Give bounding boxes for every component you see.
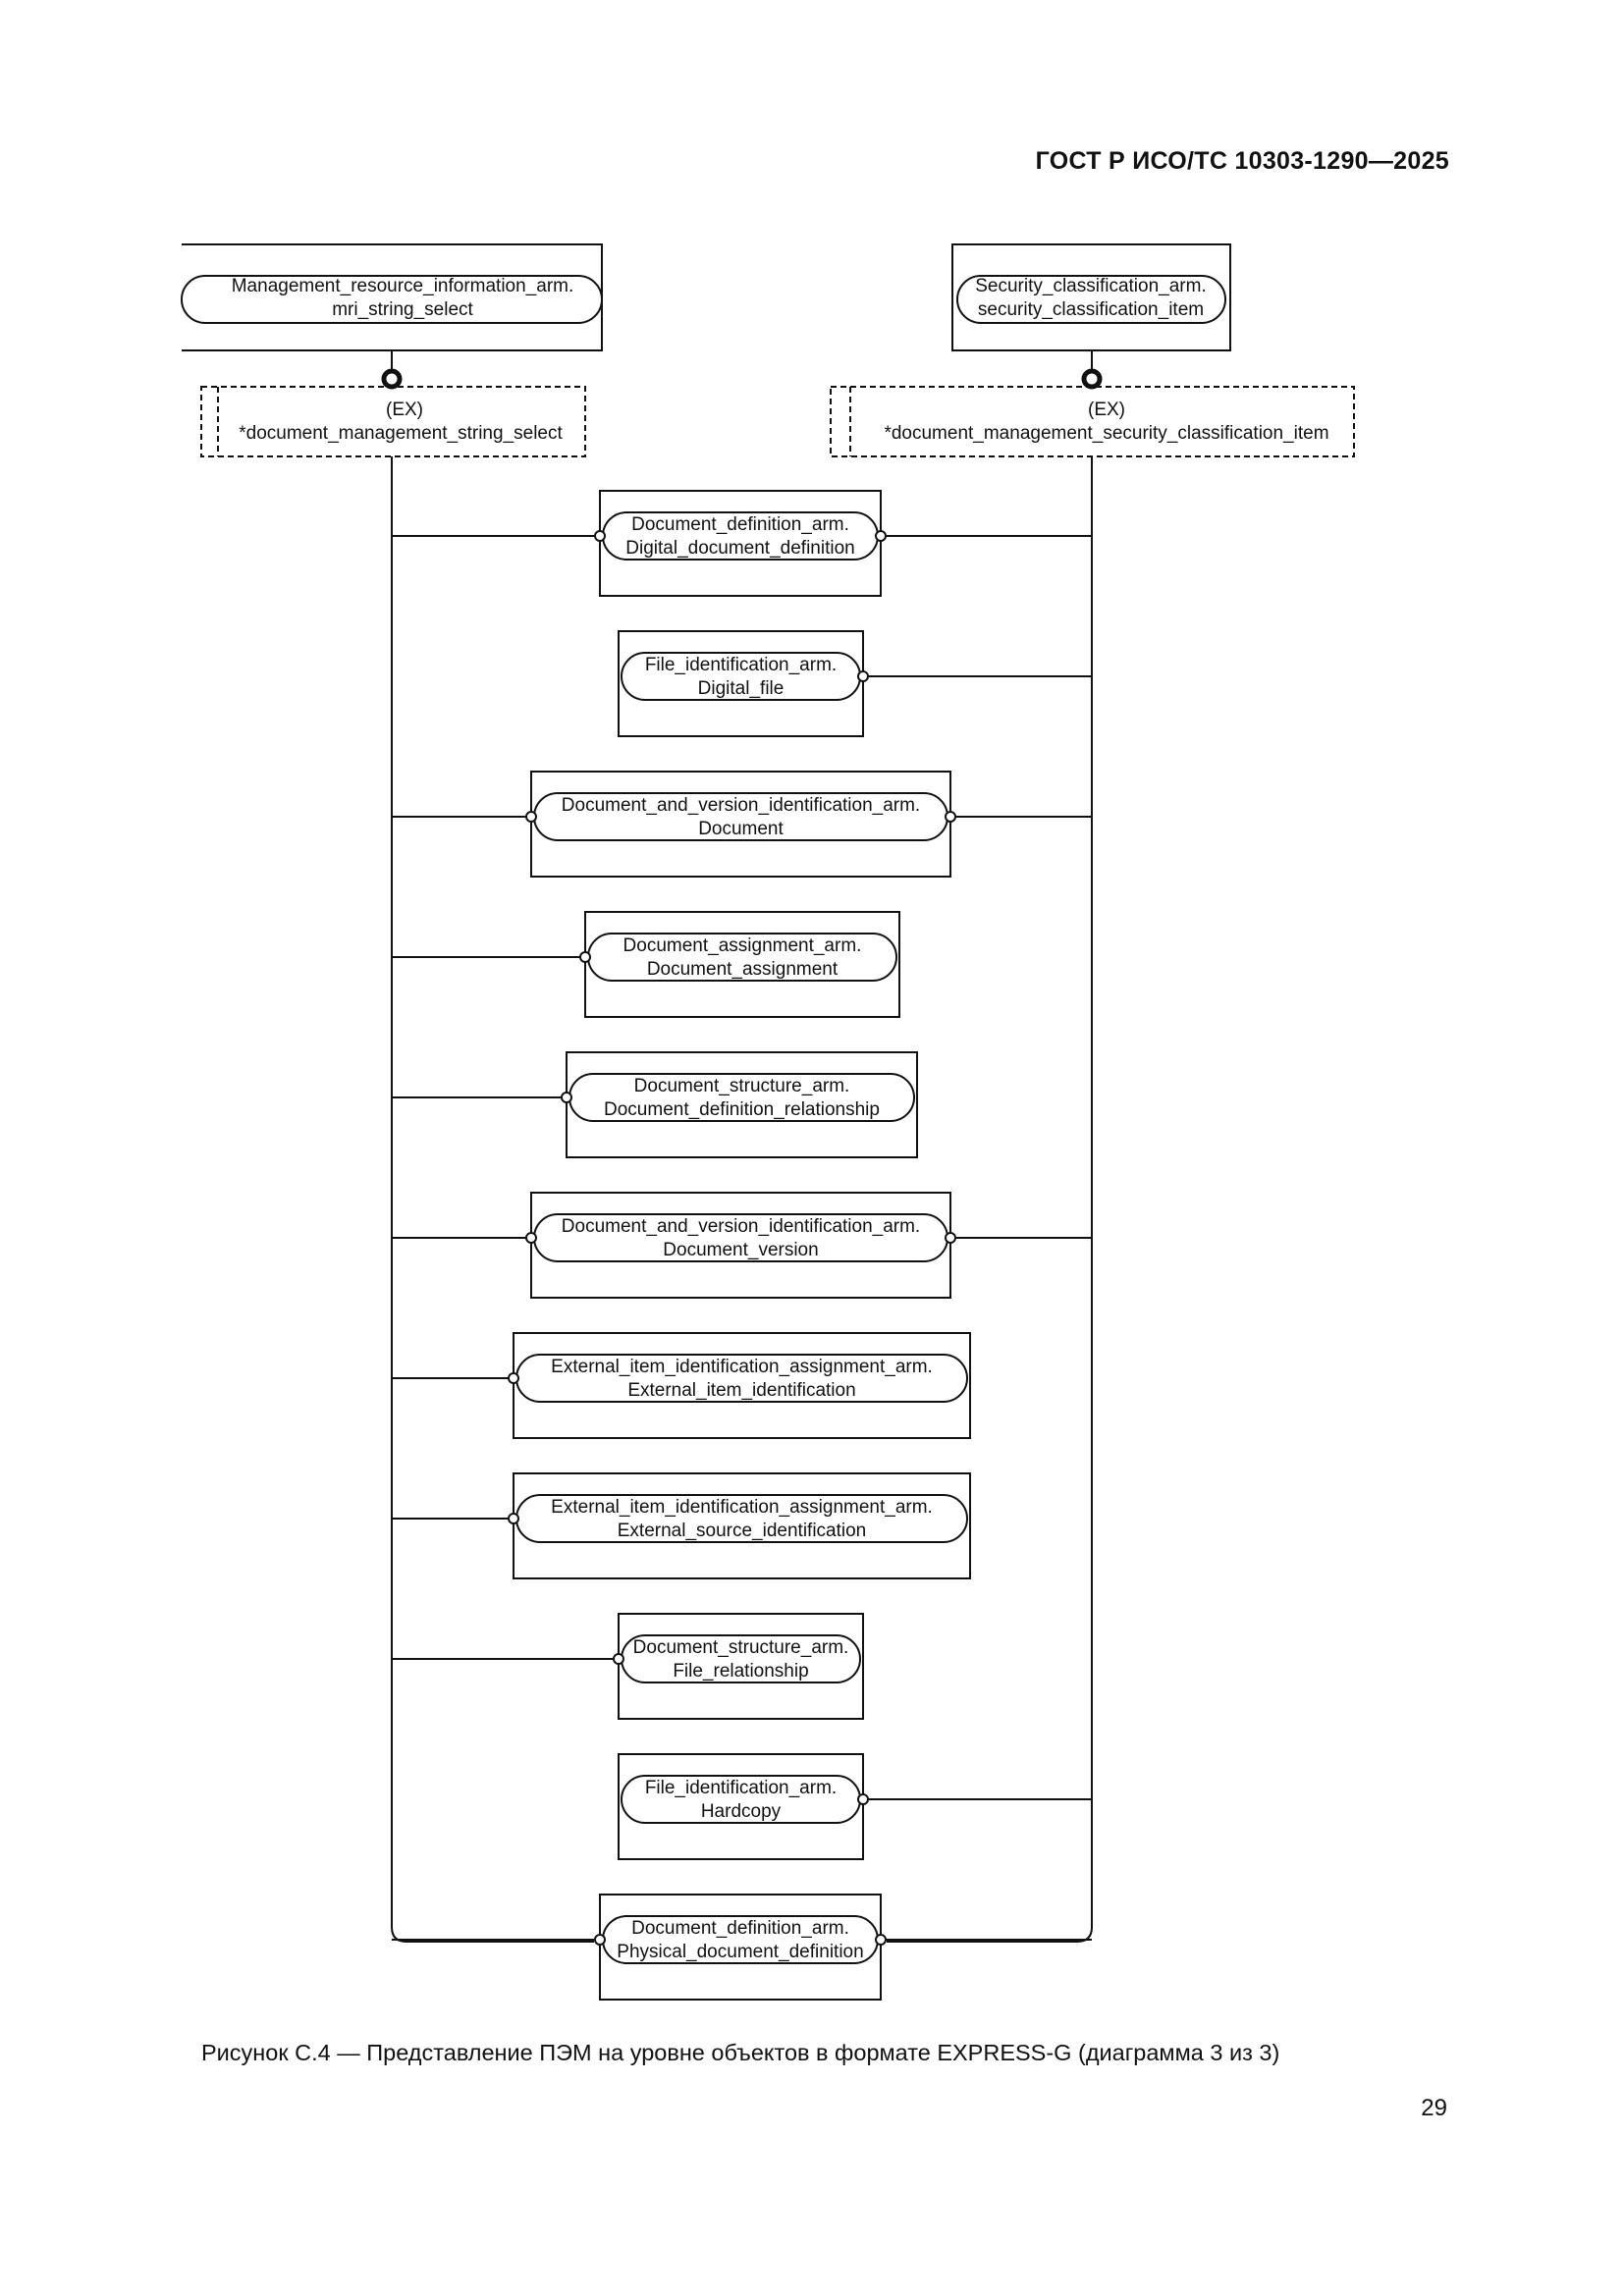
left-connector-circle bbox=[594, 530, 606, 542]
left-connector-circle bbox=[594, 1934, 606, 1946]
right-trunk-line bbox=[887, 456, 1093, 1943]
right-connector-circle bbox=[875, 530, 887, 542]
connector-circle-right-top bbox=[1081, 368, 1103, 390]
entity-label-line: Physical_document_definition bbox=[617, 1942, 863, 1962]
entity-label-line: External_source_identification bbox=[618, 1521, 867, 1541]
ref-right-line1: (EX) bbox=[1088, 400, 1125, 420]
figure-caption: Рисунок С.4 — Представление ПЭМ на уровн… bbox=[201, 2040, 1280, 2065]
select-box-security-classification-item: Security_classification_arm. security_cl… bbox=[951, 243, 1231, 351]
select-box-security-line2: security_classification_item bbox=[978, 299, 1204, 320]
entity-label-line: Document_and_version_identification_arm. bbox=[562, 1216, 920, 1237]
right-connector-circle bbox=[857, 1793, 869, 1805]
entity-outer-box bbox=[513, 1472, 971, 1579]
entity-label-line: Document_assignment_arm. bbox=[623, 935, 862, 956]
entity-outer-box bbox=[566, 1051, 918, 1158]
entity-outer-box bbox=[513, 1332, 971, 1439]
left-connector-circle bbox=[525, 1232, 537, 1244]
entity-outer-box bbox=[618, 1753, 864, 1860]
right-connector-circle bbox=[945, 1232, 956, 1244]
entity-outer-box bbox=[599, 490, 882, 597]
right-connector-circle bbox=[875, 1934, 887, 1946]
ref-left-line2: *document_management_string_select bbox=[239, 423, 563, 444]
entity-box-5: Document_structure_arm. Document_definiti… bbox=[392, 1051, 918, 1158]
entity-label-line: Document_definition_relationship bbox=[604, 1099, 880, 1120]
entity-label-line: Document_definition_arm. bbox=[631, 1918, 849, 1939]
select-box-mri-line1: Management_resource_information_arm. bbox=[232, 276, 574, 296]
entity-label-line: Hardcopy bbox=[701, 1801, 782, 1822]
entity-box-7: External_item_identification_assignment_… bbox=[392, 1332, 971, 1439]
entity-label-line: File_relationship bbox=[673, 1661, 808, 1682]
entity-label-line: Digital_document_definition bbox=[625, 538, 854, 559]
entity-outer-box bbox=[530, 771, 951, 878]
entity-box-9: Document_structure_arm. File_relationship bbox=[392, 1613, 864, 1720]
left-trunk-line bbox=[391, 456, 594, 1943]
left-connector-circle bbox=[508, 1372, 519, 1384]
left-connector-circle bbox=[508, 1513, 519, 1524]
entity-label-line: File_identification_arm. bbox=[645, 1778, 837, 1798]
entity-outer-box bbox=[584, 911, 900, 1018]
connector-circle-left-top bbox=[381, 368, 403, 390]
entity-box-8: External_item_identification_assignment_… bbox=[392, 1472, 971, 1579]
left-connector-circle bbox=[579, 951, 591, 963]
entity-box-3: Document_and_version_identification_arm.… bbox=[392, 771, 1092, 878]
entity-outer-box bbox=[599, 1894, 882, 2001]
document-header: ГОСТ Р ИСО/ТС 10303-1290—2025 bbox=[1035, 147, 1449, 175]
page-number: 29 bbox=[1421, 2095, 1447, 2121]
entity-label-line: Document bbox=[698, 819, 784, 839]
entity-box-1: Document_definition_arm. Digital_document… bbox=[392, 490, 1092, 597]
entity-label-line: File_identification_arm. bbox=[645, 655, 837, 675]
entity-label-line: Document_structure_arm. bbox=[634, 1076, 850, 1096]
entity-label-line: External_item_identification_assignment_… bbox=[551, 1357, 933, 1377]
reference-box-document-management-security-classification-item bbox=[830, 386, 1355, 457]
left-connector-circle bbox=[613, 1653, 624, 1665]
entity-label-line: External_item_identification bbox=[627, 1380, 855, 1401]
entity-label-line: Digital_file bbox=[698, 678, 785, 699]
select-box-mri-string-select: Management_resource_information_arm. mri… bbox=[181, 243, 603, 351]
select-box-security-line1: Security_classification_arm. bbox=[975, 276, 1206, 296]
entity-label-line: Document_version bbox=[663, 1240, 818, 1260]
right-connector-circle bbox=[945, 811, 956, 823]
entity-outer-box bbox=[618, 1613, 864, 1720]
left-connector-circle bbox=[525, 811, 537, 823]
entity-box-4: Document_assignment_arm. Document_assignm… bbox=[392, 911, 900, 1018]
entity-label-line: Document_structure_arm. bbox=[633, 1637, 849, 1658]
reference-box-document-management-string-select bbox=[200, 386, 586, 457]
select-box-mri-line2: mri_string_select bbox=[332, 299, 473, 320]
entity-outer-box bbox=[530, 1192, 951, 1299]
entity-label-line: Document_assignment bbox=[647, 959, 839, 980]
entity-box-10: File_identification_arm. Hardcopy bbox=[618, 1753, 1092, 1860]
ref-left-line1: (EX) bbox=[386, 400, 423, 420]
entity-outer-box bbox=[618, 630, 864, 737]
left-connector-circle bbox=[561, 1092, 572, 1103]
right-connector-circle bbox=[857, 670, 869, 682]
entity-group: Document_definition_arm. Digital_document… bbox=[392, 490, 1092, 2001]
entity-label-line: Document_and_version_identification_arm. bbox=[562, 795, 920, 816]
ref-right-line2: *document_management_security_classifica… bbox=[884, 423, 1328, 444]
entity-box-11: Document_definition_arm. Physical_documen… bbox=[392, 1894, 1092, 2001]
entity-box-2: File_identification_arm. Digital_file bbox=[618, 630, 1092, 737]
entity-label-line: Document_definition_arm. bbox=[631, 514, 849, 535]
entity-label-line: External_item_identification_assignment_… bbox=[551, 1497, 933, 1518]
entity-box-6: Document_and_version_identification_arm.… bbox=[392, 1192, 1092, 1299]
